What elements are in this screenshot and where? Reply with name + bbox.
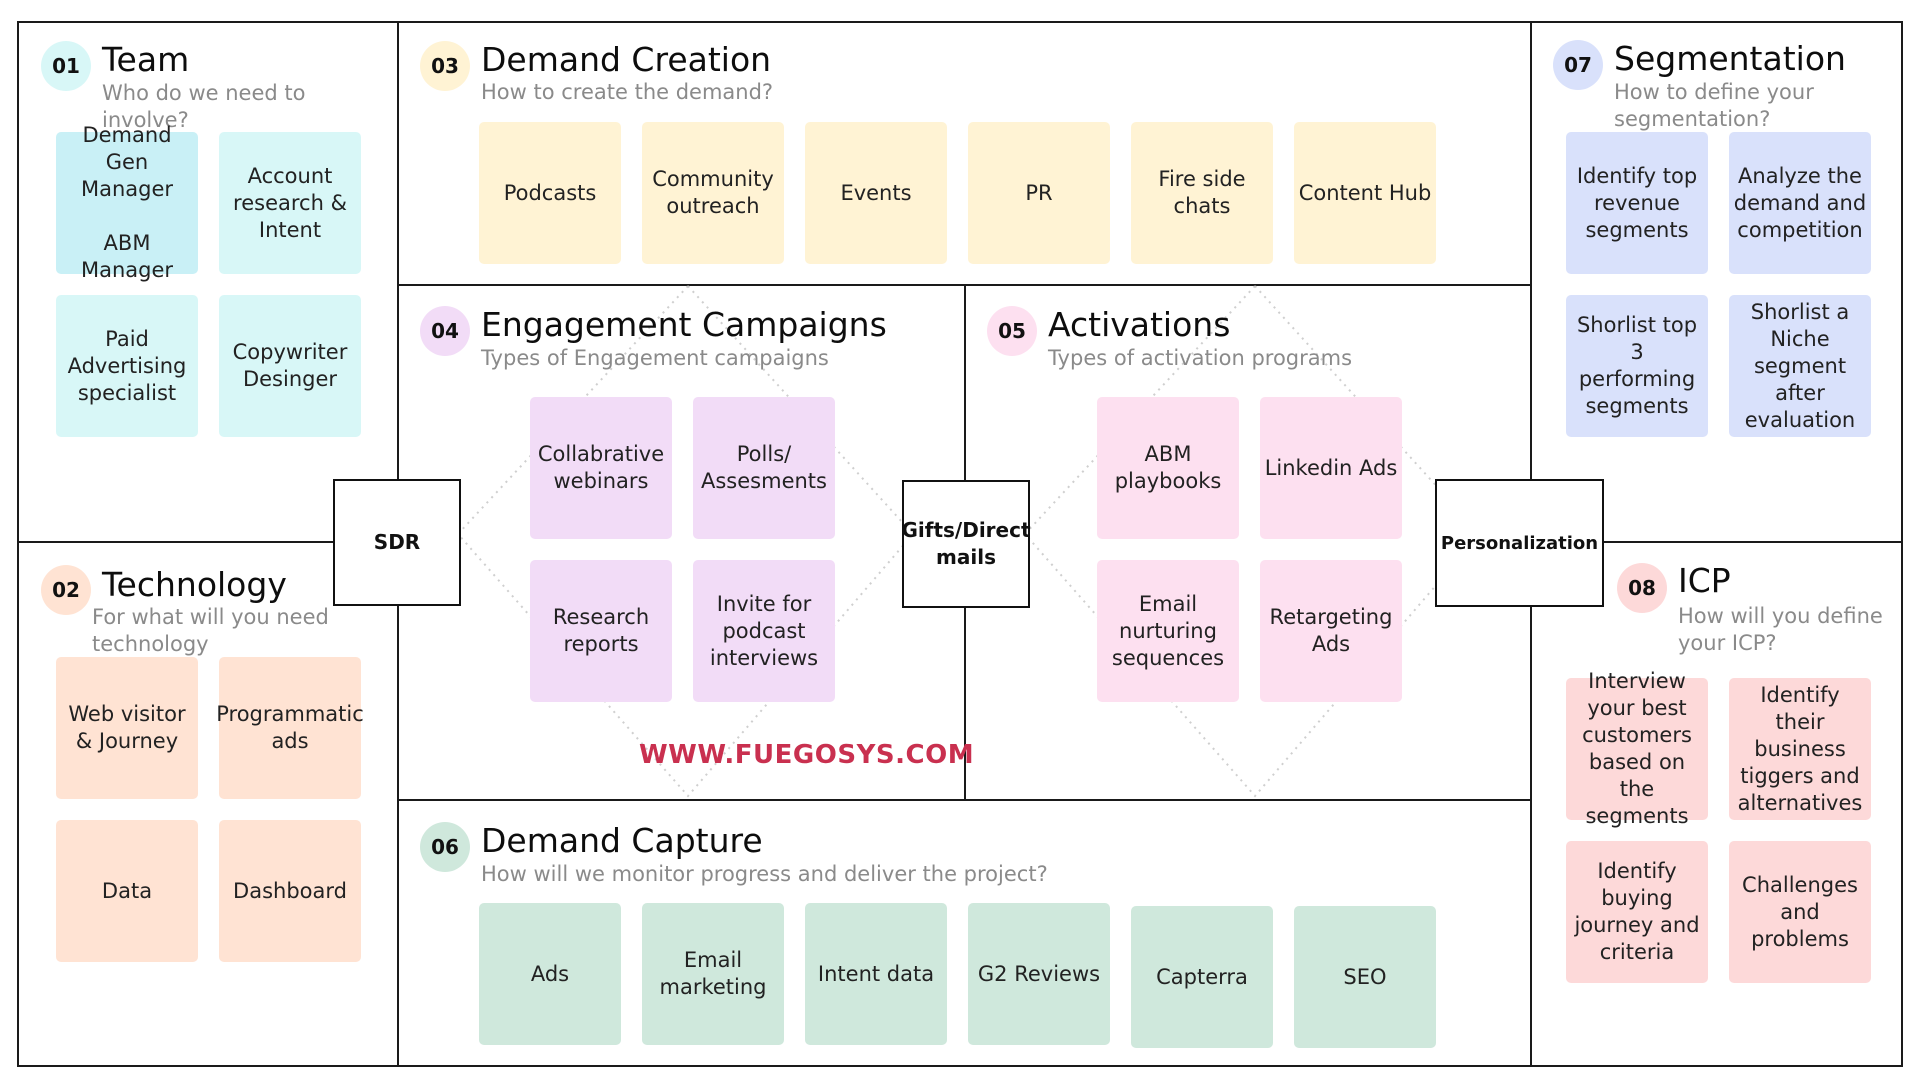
demand-capture-card-4[interactable]: G2 Reviews bbox=[968, 903, 1110, 1045]
icp-card-4[interactable]: Challenges and problems bbox=[1729, 841, 1871, 983]
divider-left-mid bbox=[17, 541, 399, 543]
demand-capture-card-5[interactable]: Capterra bbox=[1131, 906, 1273, 1048]
icp-subtitle: How will you define your ICP? bbox=[1678, 604, 1883, 655]
gifts-direct-mails-box[interactable]: Gifts/Direct mails bbox=[901, 480, 1031, 608]
demand-creation-number: 03 bbox=[420, 41, 470, 91]
engagement-card-3[interactable]: Research reports bbox=[530, 560, 672, 702]
icp-card-2[interactable]: Identify their business tiggers and alte… bbox=[1729, 678, 1871, 820]
technology-card-2[interactable]: Programmatic ads bbox=[216, 657, 364, 799]
engagement-title: Engagement Campaigns bbox=[481, 305, 887, 344]
segmentation-subtitle: How to define your segmentation? bbox=[1614, 80, 1814, 131]
demand-capture-card-3[interactable]: Intent data bbox=[805, 903, 947, 1045]
demand-capture-subtitle: How will we monitor progress and deliver… bbox=[481, 862, 1048, 886]
demand-capture-card-2[interactable]: Email marketing bbox=[642, 903, 784, 1045]
activations-card-3[interactable]: Email nurturing sequences bbox=[1097, 560, 1239, 702]
divider-right-mid bbox=[1530, 541, 1903, 543]
activations-card-2[interactable]: Linkedin Ads bbox=[1260, 397, 1402, 539]
technology-number: 02 bbox=[41, 565, 91, 615]
team-card-4[interactable]: Copywriter Desinger bbox=[219, 295, 361, 437]
divider-bottom bbox=[397, 799, 1532, 801]
segmentation-card-1[interactable]: Identify top revenue segments bbox=[1566, 132, 1708, 274]
segmentation-number: 07 bbox=[1553, 40, 1603, 90]
activations-subtitle: Types of activation programs bbox=[1048, 346, 1353, 370]
demand-capture-card-1[interactable]: Ads bbox=[479, 903, 621, 1045]
brand-watermark: WWW.FUEGOSYS.COM bbox=[639, 740, 975, 770]
activations-card-4[interactable]: Retargeting Ads bbox=[1260, 560, 1402, 702]
team-card-3[interactable]: Paid Advertising specialist bbox=[56, 295, 198, 437]
sdr-box[interactable]: SDR bbox=[333, 479, 461, 606]
demand-creation-card-6[interactable]: Content Hub bbox=[1294, 122, 1436, 264]
team-title: Team bbox=[102, 40, 190, 79]
engagement-number: 04 bbox=[420, 306, 470, 356]
technology-title: Technology bbox=[102, 565, 287, 604]
demand-capture-number: 06 bbox=[420, 822, 470, 872]
team-subtitle: Who do we need to involve? bbox=[102, 81, 306, 132]
team-card-2[interactable]: Account research & Intent bbox=[219, 132, 361, 274]
engagement-card-2[interactable]: Polls/ Assesments bbox=[693, 397, 835, 539]
activations-card-1[interactable]: ABM playbooks bbox=[1097, 397, 1239, 539]
divider-top bbox=[397, 284, 1532, 286]
activations-number: 05 bbox=[987, 306, 1037, 356]
team-number: 01 bbox=[41, 41, 91, 91]
technology-card-4[interactable]: Dashboard bbox=[219, 820, 361, 962]
demand-creation-title: Demand Creation bbox=[481, 40, 772, 79]
demand-creation-card-2[interactable]: Community outreach bbox=[642, 122, 784, 264]
engagement-card-1[interactable]: Collabrative webinars bbox=[530, 397, 672, 539]
demand-creation-subtitle: How to create the demand? bbox=[481, 80, 774, 104]
demand-capture-title: Demand Capture bbox=[481, 821, 763, 860]
technology-subtitle: For what will you need technology bbox=[92, 605, 329, 656]
icp-card-3[interactable]: Identify buying journey and criteria bbox=[1566, 841, 1708, 983]
canvas-frame bbox=[17, 21, 1903, 1067]
demand-creation-card-5[interactable]: Fire side chats bbox=[1131, 122, 1273, 264]
segmentation-title: Segmentation bbox=[1614, 39, 1846, 78]
technology-card-1[interactable]: Web visitor & Journey bbox=[56, 657, 198, 799]
engagement-card-4[interactable]: Invite for podcast interviews bbox=[693, 560, 835, 702]
segmentation-card-2[interactable]: Analyze the demand and competition bbox=[1729, 132, 1871, 274]
demand-creation-card-4[interactable]: PR bbox=[968, 122, 1110, 264]
activations-title: Activations bbox=[1048, 305, 1231, 344]
segmentation-card-3[interactable]: Shorlist top 3 performing segments bbox=[1566, 295, 1708, 437]
engagement-subtitle: Types of Engagement campaigns bbox=[481, 346, 829, 370]
icp-title: ICP bbox=[1678, 561, 1731, 600]
personalization-box[interactable]: Personalization bbox=[1435, 479, 1604, 607]
icp-number: 08 bbox=[1617, 563, 1667, 613]
segmentation-card-4[interactable]: Shorlist a Niche segment after evaluatio… bbox=[1729, 295, 1871, 437]
team-card-1[interactable]: Demand Gen Manager ABM Manager bbox=[56, 123, 198, 282]
demand-creation-card-3[interactable]: Events bbox=[805, 122, 947, 264]
demand-capture-card-6[interactable]: SEO bbox=[1294, 906, 1436, 1048]
demand-creation-card-1[interactable]: Podcasts bbox=[479, 122, 621, 264]
technology-card-3[interactable]: Data bbox=[56, 820, 198, 962]
icp-card-1[interactable]: Interview your best customers based on t… bbox=[1566, 669, 1708, 828]
